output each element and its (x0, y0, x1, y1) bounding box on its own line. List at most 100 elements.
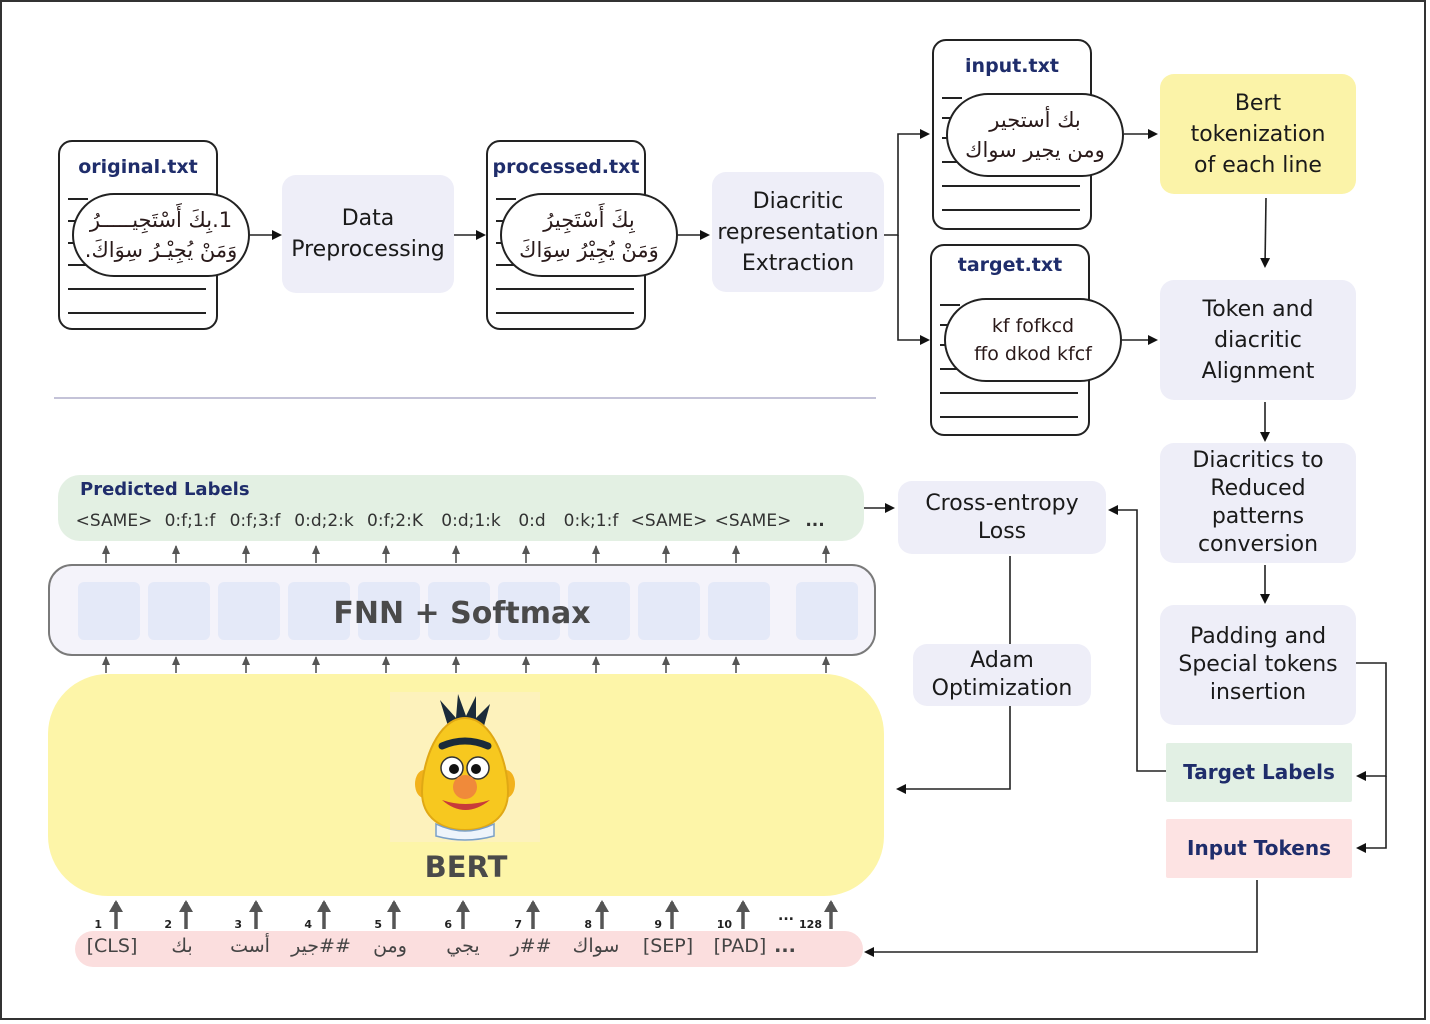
token-index: 4 (304, 918, 312, 931)
step-text: insertion (1209, 680, 1307, 705)
bert-title: BERT (424, 850, 508, 884)
original-line-1: 1.بِكَ أَسْتَجِيـــــرُ (89, 208, 233, 232)
predicted-label: 0:d (518, 511, 546, 531)
processed-text-bubble: بِكَ أَسْتَجِيرُ وَمَنْ يُجِيْرُ سِوَاكَ (500, 193, 678, 277)
input-token: ... (774, 935, 796, 957)
doc-line (940, 416, 1078, 418)
step-text: Target Labels (1183, 760, 1335, 784)
fnn-softmax-layer: FNN + Softmax (48, 564, 876, 656)
original-text-bubble: 1.بِكَ أَسْتَجِيـــــرُ وَمَنْ يُجِيْـرُ… (72, 193, 250, 277)
fnn-neuron-cell (78, 582, 140, 640)
predicted-label: <SAME> (630, 511, 708, 531)
input-line-1: بك أستجير (989, 108, 1081, 132)
token-index: 5 (374, 918, 382, 931)
input-token: بك (171, 935, 193, 957)
input-file-title: input.txt (965, 55, 1059, 77)
predicted-labels-title: Predicted Labels (80, 479, 250, 500)
step-text: Optimization (931, 676, 1073, 701)
token-index: 7 (514, 918, 522, 931)
doc-line (496, 198, 516, 200)
step-text: of each line (1194, 152, 1322, 178)
processed-line-2: وَمَنْ يُجِيْرُ سِوَاكَ (519, 238, 659, 262)
predicted-label: 0:f;1:f (164, 511, 216, 531)
input-token: [CLS] (86, 935, 138, 957)
doc-line (940, 392, 1078, 394)
target-file-title: target.txt (957, 254, 1063, 276)
fnn-neuron-cell (358, 582, 420, 640)
predicted-label: 0:f;2:K (367, 511, 423, 531)
fnn-neuron-cell (218, 582, 280, 640)
step-text: Preprocessing (291, 237, 445, 262)
target-line-2: ffo dkod kfcf (974, 343, 1092, 365)
step-text: Token and (1202, 296, 1314, 322)
fnn-softmax-title: FNN + Softmax (333, 596, 591, 631)
doc-line (496, 312, 634, 314)
step-text: conversion (1197, 532, 1319, 557)
step-text: diacritic (1214, 327, 1302, 353)
doc-line (940, 304, 960, 306)
predicted-labels-panel: Predicted Labels <SAME> 0:f;1:f 0:f;3:f 0:d… (58, 475, 864, 541)
doc-line (496, 264, 516, 266)
predicted-label: 0:d;2:k (294, 511, 354, 531)
processed-line-1: بِكَ أَسْتَجِيرُ (543, 208, 635, 232)
fnn-neuron-cell (288, 582, 350, 640)
input-token: سواك (572, 935, 620, 957)
doc-line (68, 264, 88, 266)
doc-line (68, 312, 206, 314)
target-line-1: kf fofkcd (991, 315, 1075, 337)
input-tokens-box: Input Tokens (1166, 819, 1352, 878)
predicted-label: 0:k;1:f (563, 511, 619, 531)
fnn-neuron-cell (796, 582, 858, 640)
fnn-neuron-cell (428, 582, 490, 640)
input-token: ##ر (510, 935, 552, 957)
original-file-title: original.txt (78, 156, 198, 178)
predicted-label: <SAME> (714, 511, 792, 531)
predicted-label: 0:f;3:f (229, 511, 281, 531)
step-text: Adam (970, 648, 1034, 673)
doc-line (940, 368, 960, 370)
doc-line (496, 288, 634, 290)
bert-character-icon (390, 692, 540, 842)
doc-line (942, 185, 1080, 187)
input-token: ##جير (291, 935, 351, 957)
doc-line (942, 97, 962, 99)
predicted-label: <SAME> (75, 511, 153, 531)
doc-line (68, 198, 88, 200)
section-divider (54, 397, 876, 399)
token-index: 9 (654, 918, 662, 931)
input-token: [PAD] (713, 935, 767, 957)
step-text: Diacritics to (1192, 448, 1324, 473)
step-text: Diacritic (752, 188, 844, 214)
fnn-neuron-cell (568, 582, 630, 640)
step-text: Input Tokens (1187, 836, 1331, 860)
original-line-2: وَمَنْ يُجِيْـرُ سِوَاكَ. (84, 238, 238, 262)
token-index: 10 (716, 918, 732, 931)
predicted-label: ... (805, 511, 825, 531)
step-text: Alignment (1201, 358, 1315, 384)
fnn-neuron-cell (498, 582, 560, 640)
input-token: يجي (446, 935, 480, 957)
step-text: Reduced (1210, 476, 1306, 501)
step-text: Extraction (741, 250, 855, 276)
processed-file-title: processed.txt (492, 156, 640, 178)
target-text-bubble: kf fofkcd ffo dkod kfcf (944, 298, 1122, 382)
step-text: tokenization (1190, 121, 1326, 147)
step-text: Special tokens (1178, 652, 1338, 677)
token-index: 3 (234, 918, 242, 931)
step-text: Bert (1234, 90, 1282, 116)
input-token: ومن (373, 935, 407, 957)
token-index: ... (778, 908, 794, 924)
token-index: 8 (584, 918, 592, 931)
input-token: [SEP] (642, 935, 694, 957)
input-line-2: ومن يجير سواك (965, 138, 1105, 162)
bert-tokenization-step: Bert tokenization of each line (1160, 74, 1356, 194)
target-labels-box: Target Labels (1166, 743, 1352, 802)
token-index: 128 (799, 918, 822, 931)
step-text: Loss (977, 518, 1027, 544)
